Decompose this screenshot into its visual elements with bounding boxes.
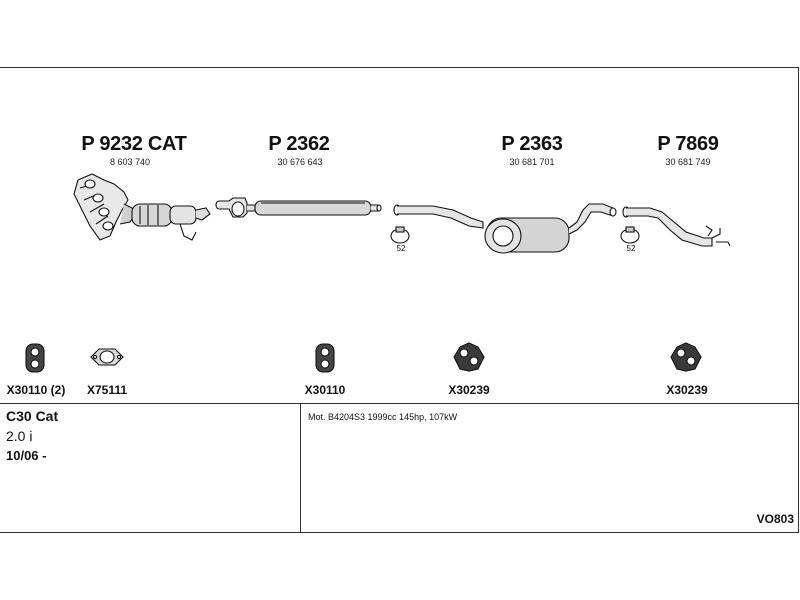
tail-pipe-icon <box>622 206 731 247</box>
part-number-catalytic-converter: 8 603 740 <box>109 157 151 167</box>
divider-horizontal <box>0 403 799 404</box>
clamp-icon <box>620 226 640 244</box>
front-silencer-icon <box>215 197 382 218</box>
part-number-middle-silencer: 30 681 701 <box>509 157 555 167</box>
clamp-icon <box>390 226 410 244</box>
engine-details: Mot. B4204S3 1999cc 145hp, 107kW <box>308 412 458 422</box>
diagram-code: VO803 <box>756 512 794 526</box>
clamp-size-label: 52 <box>626 244 636 253</box>
part-title-front-silencer: P 2362 <box>268 133 330 155</box>
catalytic-converter-manifold-icon <box>73 173 211 241</box>
part-title-tail-pipe: P 7869 <box>657 133 719 155</box>
vehicle-engine: 2.0 i <box>6 428 33 444</box>
rubber-hanger-icon <box>315 343 335 373</box>
middle-silencer-icon <box>393 203 617 254</box>
clamp-size-label: 52 <box>396 244 406 253</box>
diagram-frame <box>0 67 799 533</box>
accessory-label-x30110-2: X30110 (2) <box>6 383 66 397</box>
gasket-icon <box>90 348 124 366</box>
divider-vertical <box>300 403 301 533</box>
rubber-hanger-icon <box>25 343 45 373</box>
accessory-label-x30239: X30239 <box>666 383 708 397</box>
part-title-middle-silencer: P 2363 <box>501 133 563 155</box>
part-title-catalytic-converter: P 9232 CAT <box>81 133 187 155</box>
accessory-label-x30110: X30110 <box>304 383 346 397</box>
accessory-label-x30239: X30239 <box>448 383 490 397</box>
vehicle-model: C30 Cat <box>6 408 59 424</box>
vehicle-year: 10/06 - <box>6 448 47 463</box>
rubber-mount-icon <box>453 342 485 372</box>
part-number-front-silencer: 30 676 643 <box>277 157 323 167</box>
accessory-label-x75111: X75111 <box>86 383 128 397</box>
rubber-mount-icon <box>670 342 702 372</box>
part-number-tail-pipe: 30 681 749 <box>665 157 711 167</box>
